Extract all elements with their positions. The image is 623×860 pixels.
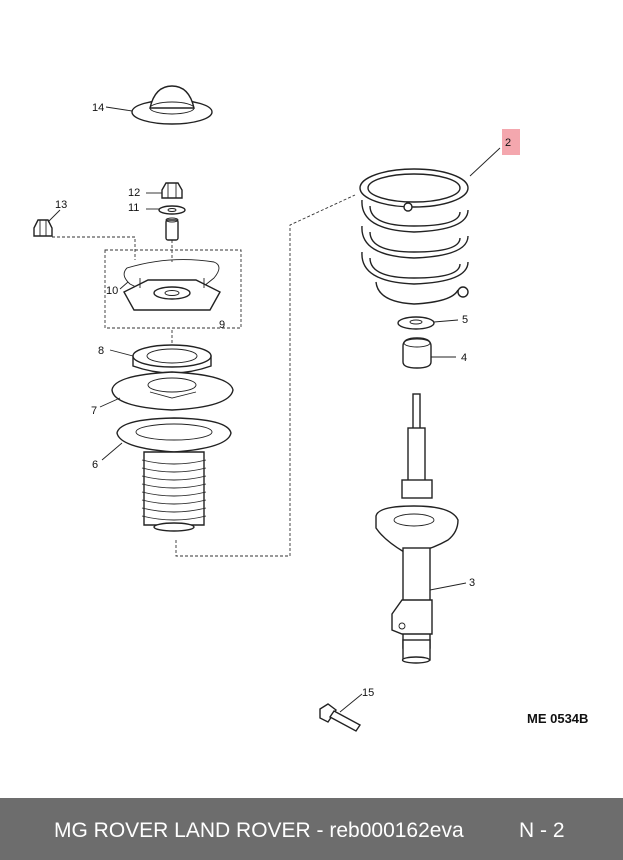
callout-leaders [47, 106, 501, 713]
callout-8: 8 [98, 345, 104, 357]
footer-brand-part-number: MG ROVER LAND ROVER - reb000162eva [54, 819, 464, 842]
part-15-bolt [319, 703, 362, 732]
callout-14: 14 [92, 102, 104, 114]
footer-bar: MG ROVER LAND ROVER - reb000162eva N - 2 [0, 798, 623, 860]
callout-6: 6 [92, 459, 98, 471]
part-3-strut [375, 393, 459, 664]
callout-4: 4 [461, 352, 467, 364]
part-4-bump-stop [402, 337, 432, 369]
part-6-seat-and-bellows [116, 417, 232, 532]
bellows [141, 451, 207, 532]
callout-2-highlight [502, 129, 520, 155]
spacer-tube [165, 217, 179, 241]
callout-13: 13 [55, 199, 67, 211]
part-2-coil-spring [359, 168, 469, 305]
footer-position-code: N - 2 [519, 819, 565, 842]
part-12-nut [161, 182, 183, 199]
callout-11: 11 [128, 202, 139, 214]
part-11-washer [158, 205, 186, 215]
callout-2: 2 [505, 137, 511, 149]
callout-5: 5 [462, 314, 468, 326]
exploded-parts-diagram: 2 3 4 5 6 7 8 9 10 11 12 13 14 15 [33, 85, 520, 732]
part-13-nut [33, 219, 53, 237]
part-9-top-mount-group [104, 249, 242, 329]
part-7-upper-seat [111, 371, 234, 411]
callout-15: 15 [362, 687, 374, 699]
part-14-dome-cap [131, 85, 213, 125]
callout-labels: 2 3 4 5 6 7 8 9 10 11 12 13 14 15 [55, 102, 520, 699]
assembly-guide-lines [52, 194, 356, 557]
part-5-spring-pad [397, 316, 435, 330]
drawing-code: ME 0534B [527, 711, 589, 726]
callout-7: 7 [91, 405, 97, 417]
callout-10: 10 [106, 285, 118, 297]
callout-9: 9 [219, 319, 225, 331]
callout-3: 3 [469, 577, 475, 589]
part-8-bearing [132, 344, 212, 374]
callout-12: 12 [128, 187, 140, 199]
